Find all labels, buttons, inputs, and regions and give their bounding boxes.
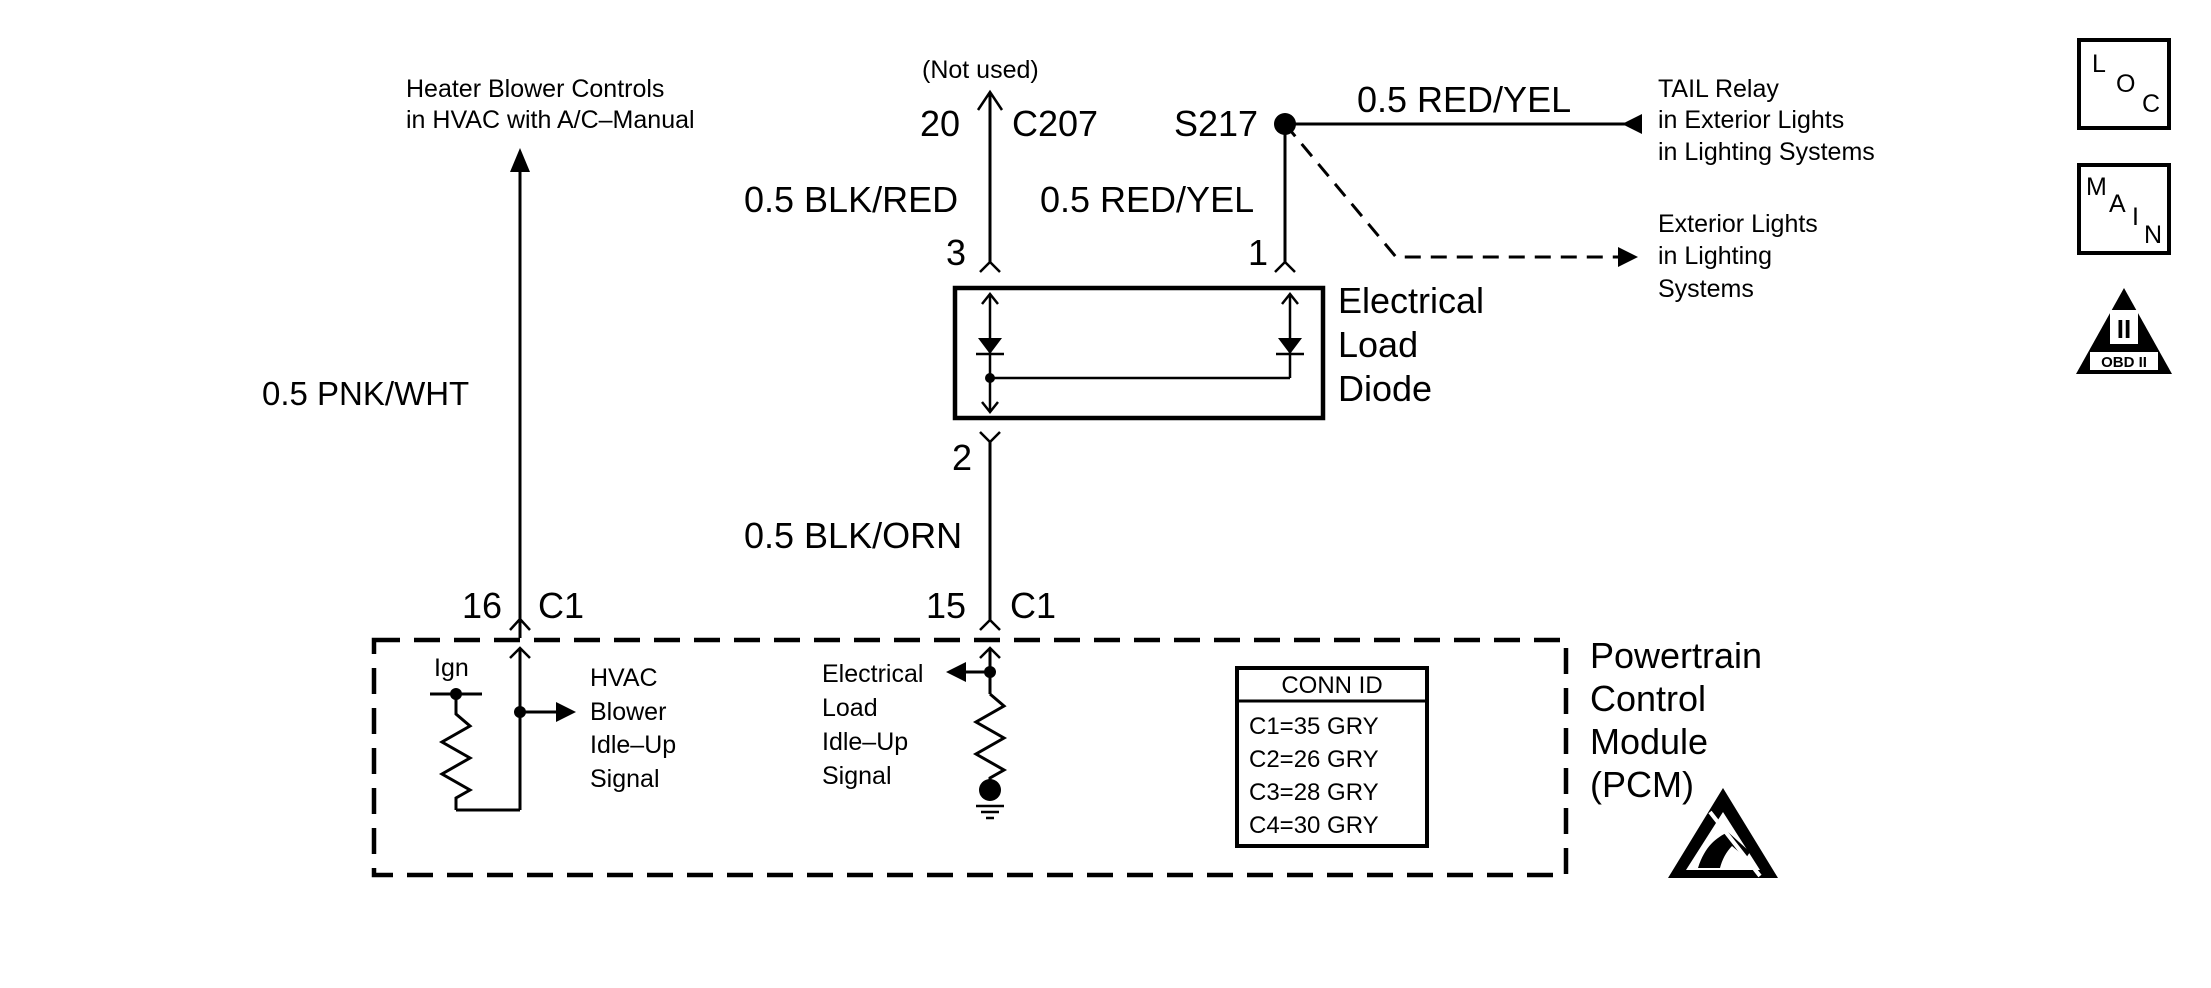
arrow-up-open-icon [976,89,1004,111]
svg-text:M: M [2086,173,2107,201]
connector-pin-2 [979,431,1001,444]
pnk-wht-circuit [509,148,531,638]
conn-id-table [1235,666,1429,848]
diode-label-2: Load [1338,324,1418,365]
wire-label-blk-red: 0.5 BLK/RED [744,179,958,220]
splice-s217-label: S217 [1174,103,1258,144]
diode-join-dot [985,373,995,383]
pcm-label-2: Control [1590,678,1706,719]
hvac-signal-label-2: Blower [590,698,666,726]
conn-id-header: CONN ID [1281,672,1382,699]
electrical-load-idle-up-circuit [946,646,1008,820]
hvac-signal-label-1: HVAC [590,664,658,692]
elec-signal-label-1: Electrical [822,660,923,688]
svg-text:N: N [2144,221,2162,249]
arrow-up-open-icon [981,291,999,305]
resistor-icon [972,692,1008,782]
conn-id-row-c2: C2=26 GRY [1249,746,1379,773]
tail-relay-label-1: TAIL Relay [1658,75,1779,103]
ign-label: Ign [434,654,469,682]
resistor-icon [438,694,474,810]
pcm-boundary [371,637,1569,878]
conn-id-box [1235,666,1429,848]
svg-text:OBD II: OBD II [2101,354,2147,371]
svg-text:I: I [2132,203,2139,231]
wire-label-red-yel-vertical: 0.5 RED/YEL [1040,179,1254,220]
conn-id-row-c1: C1=35 GRY [1249,713,1379,740]
arrow-up-open-icon [1281,291,1299,305]
svg-text:O: O [2116,70,2135,98]
diode-left-symbol-icon [978,338,1002,354]
conn-id-row-c3: C3=28 GRY [1249,779,1379,806]
pcm-label-1: Powertrain [1590,635,1762,676]
connector-pin-3 [979,260,1001,273]
ground-dot [979,779,1001,801]
connector-pin-15-upper [979,618,1001,631]
electrical-load-diode [952,285,1326,421]
pcm-pin-16-label: 16 [462,585,502,626]
blk-orn-circuit [979,431,1001,631]
pcm-pin-15-connector: C1 [1010,585,1056,626]
diode-label-3: Diode [1338,368,1432,409]
exterior-lights-label-3: Systems [1658,275,1754,303]
c207-pin-number: 20 [920,103,960,144]
diode-pin-2-label: 2 [952,437,972,478]
pcm-label-4: (PCM) [1590,764,1694,805]
pcm-label-3: Module [1590,721,1708,762]
heater-blower-label-1: Heater Blower Controls [406,75,664,103]
svg-text:C: C [2142,90,2160,118]
arrow-up-icon [510,148,530,172]
diode-label-1: Electrical [1338,280,1484,321]
c207-connector-label: C207 [1012,103,1098,144]
hvac-idle-up-circuit [430,646,576,812]
tail-relay-label-3: in Lighting Systems [1658,138,1875,166]
tail-relay-label-2: in Exterior Lights [1658,106,1844,134]
loc-icon[interactable]: L O C [2077,38,2171,130]
blk-red-circuit [976,89,1004,273]
wire-label-pnk-wht: 0.5 PNK/WHT [262,375,469,412]
diode-box [952,285,1326,421]
hvac-signal-label-3: Idle–Up [590,731,676,759]
arrow-down-open-icon [981,401,999,415]
arrow-right-icon [556,702,576,722]
heater-blower-label-2: in HVAC with A/C–Manual [406,106,695,134]
elec-signal-label-2: Load [822,694,878,722]
diode-right-symbol-icon [1278,338,1302,354]
esd-warning-icon [1668,788,1778,878]
connector-pin-16-upper [509,617,531,631]
wire-label-red-yel-top: 0.5 RED/YEL [1357,79,1571,120]
not-used-label: (Not used) [922,56,1039,84]
connector-pin-1 [1274,260,1296,273]
exterior-lights-label-1: Exterior Lights [1658,210,1818,238]
arrow-right-icon [1618,247,1638,267]
svg-text:II: II [2117,314,2131,344]
arrow-left-icon [1622,114,1642,134]
pcm-pin-15-label: 15 [926,585,966,626]
red-yel-circuit [1274,113,1642,273]
exterior-lights-label-2: in Lighting [1658,242,1772,270]
elec-signal-label-3: Idle–Up [822,728,908,756]
svg-text:A: A [2109,190,2126,218]
obd-ii-icon[interactable]: II OBD II [2076,288,2172,374]
hvac-signal-label-4: Signal [590,765,660,793]
diode-pin-3-label: 3 [946,232,966,273]
diode-pin-1-label: 1 [1248,232,1268,273]
wire-label-blk-orn: 0.5 BLK/ORN [744,515,962,556]
arrow-left-icon [946,662,966,682]
elec-signal-label-4: Signal [822,762,892,790]
svg-text:L: L [2092,50,2106,78]
exterior-lights-dashed-wire [1283,123,1620,259]
main-icon[interactable]: M A I N [2077,163,2171,255]
pcm-pin-16-connector: C1 [538,585,584,626]
conn-id-row-c4: C4=30 GRY [1249,812,1379,839]
